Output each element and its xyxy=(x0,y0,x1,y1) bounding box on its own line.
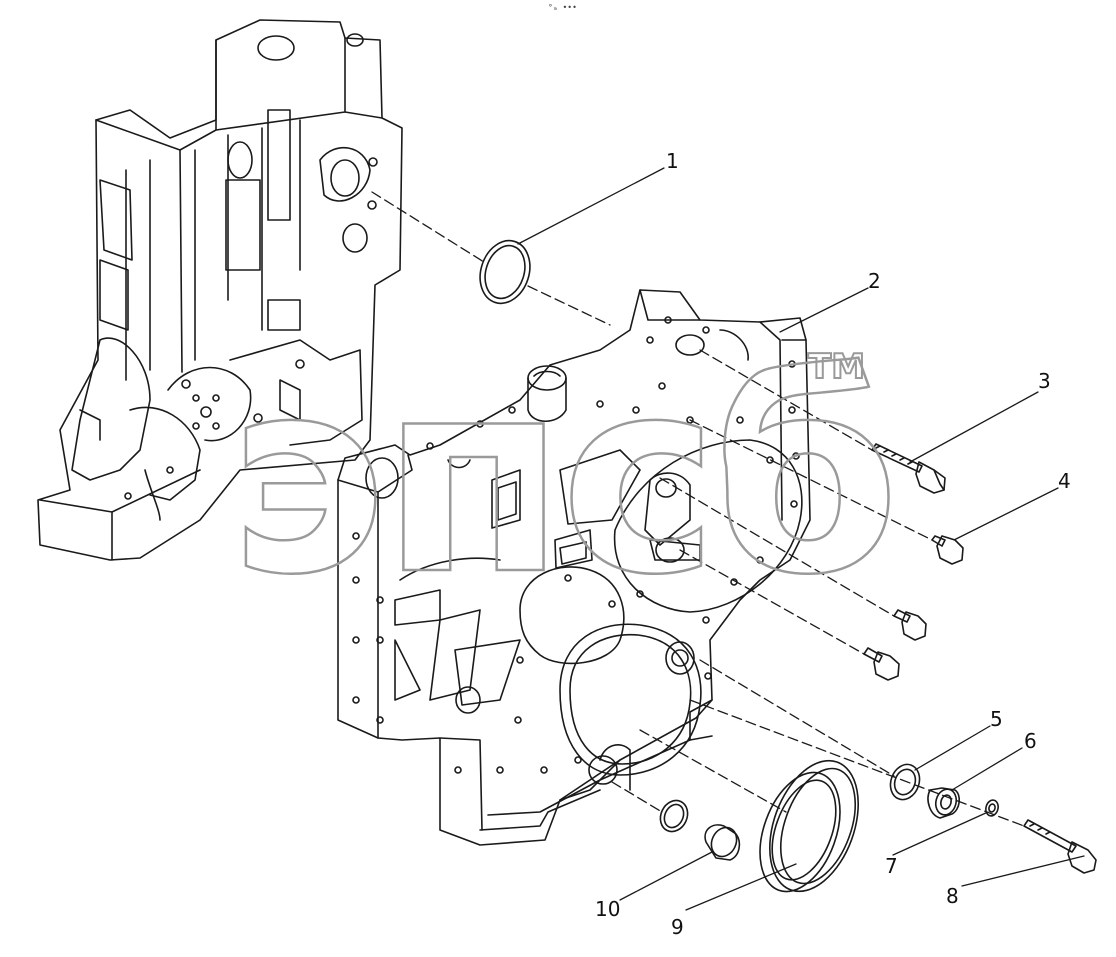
housing-bolts xyxy=(863,609,927,681)
callout-6: 6 xyxy=(1024,729,1037,753)
part-5-o-ring xyxy=(889,763,921,801)
assembly-axes xyxy=(371,191,1025,827)
callout-1: 1 xyxy=(666,149,679,173)
leader-lines xyxy=(517,167,1085,911)
timing-gear-housing xyxy=(337,289,811,846)
part-7-washer xyxy=(985,799,999,817)
top-mark: °ₘ ••• xyxy=(548,3,577,12)
part-8-bolt xyxy=(1023,819,1097,874)
callout-2: 2 xyxy=(868,269,881,293)
part-10-plug xyxy=(659,799,741,861)
part-6-bushing xyxy=(927,787,961,819)
part-3-bolt xyxy=(871,443,946,494)
callout-9: 9 xyxy=(671,915,684,939)
callout-7: 7 xyxy=(885,854,898,878)
callout-10: 10 xyxy=(595,897,620,921)
callout-8: 8 xyxy=(946,884,959,908)
callout-labels: 1 2 3 4 5 6 7 8 9 10 xyxy=(595,149,1071,939)
watermark-tm: TM xyxy=(808,347,865,387)
part-1-o-ring xyxy=(479,239,531,305)
watermark: эпсб TM xyxy=(227,321,902,636)
watermark-letters: эпсб xyxy=(228,322,894,634)
callout-3: 3 xyxy=(1038,369,1051,393)
part-4-bolt xyxy=(931,535,964,565)
part-9-crankshaft-seal xyxy=(759,759,860,893)
engine-block xyxy=(37,19,403,561)
callout-4: 4 xyxy=(1058,469,1071,493)
callout-5: 5 xyxy=(990,707,1003,731)
